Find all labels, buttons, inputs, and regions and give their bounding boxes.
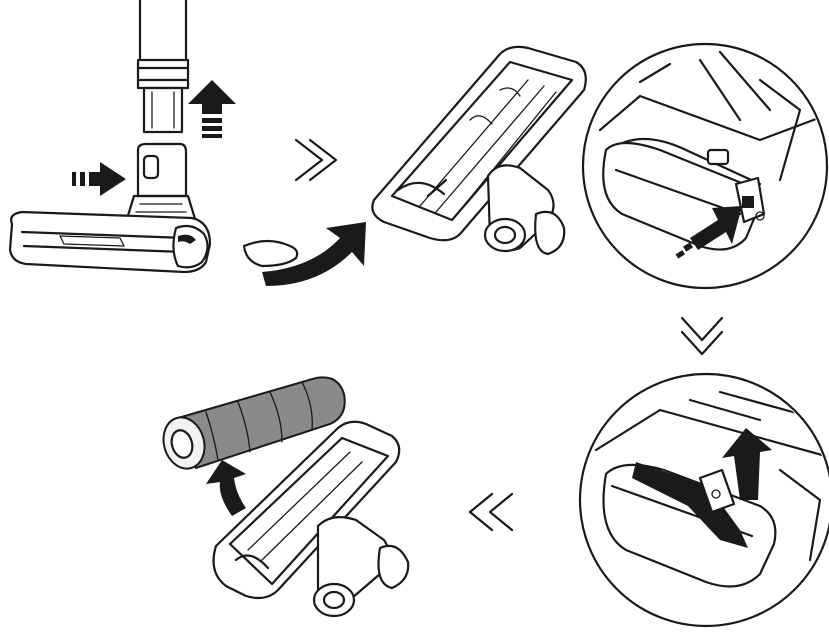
curved-arrow-icon (262, 222, 366, 286)
lift-arrow-icon (722, 428, 772, 500)
step-remove-brush-roll (162, 376, 410, 618)
lift-arrow-icon (206, 460, 246, 516)
step-flip-head (242, 45, 587, 286)
chevron-left-icon (468, 492, 514, 532)
head-neck (124, 142, 198, 224)
push-arrow-icon (675, 206, 742, 259)
wand-tube (136, 0, 190, 134)
chevron-down-icon (680, 316, 724, 356)
cleaning-head (8, 210, 212, 274)
step-lift-end-cap (578, 372, 829, 628)
cleaning-head-open (212, 420, 410, 618)
step-detach-tube (8, 0, 236, 274)
right-arrow-icon (72, 162, 126, 196)
flipped-cleaning-head (371, 45, 587, 256)
step-press-latch (581, 42, 829, 290)
brush-roll (162, 376, 346, 470)
up-arrow-icon (188, 80, 236, 138)
chevron-right-icon (294, 138, 338, 182)
